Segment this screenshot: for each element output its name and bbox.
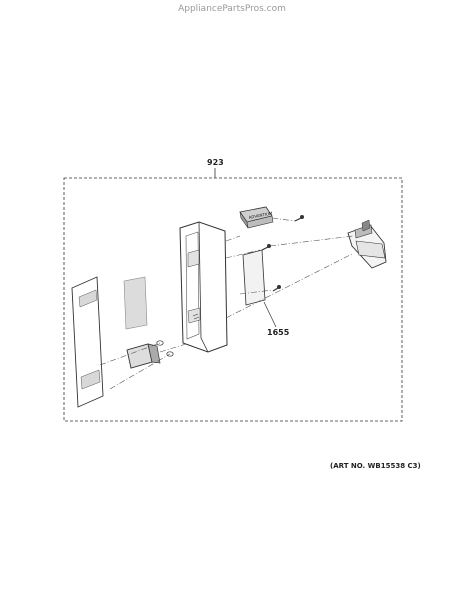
watermark: AppliancePartsPros.com xyxy=(178,4,286,14)
screw-top xyxy=(294,215,304,222)
handle-assembly xyxy=(347,219,387,269)
latch-release xyxy=(126,343,161,369)
callout-part-1655: 1655 xyxy=(267,328,290,337)
screw-middle xyxy=(261,244,271,251)
badge-nameplate: ADVANTIUM xyxy=(239,206,274,229)
part-1655-panel xyxy=(242,249,266,306)
part-leader-line xyxy=(263,301,277,328)
insulation-sheet xyxy=(123,276,148,330)
alignment-lines xyxy=(99,217,354,390)
control-panel-frame xyxy=(179,221,228,353)
callout-assembly-923: 923 xyxy=(207,158,224,167)
art-number: (ART NO. WB15538 C3) xyxy=(330,462,421,470)
screw-lower xyxy=(272,285,281,292)
assembly-boundary xyxy=(63,177,403,422)
door-trim-panel xyxy=(71,276,104,408)
badge-text: ADVANTIUM xyxy=(248,210,273,220)
